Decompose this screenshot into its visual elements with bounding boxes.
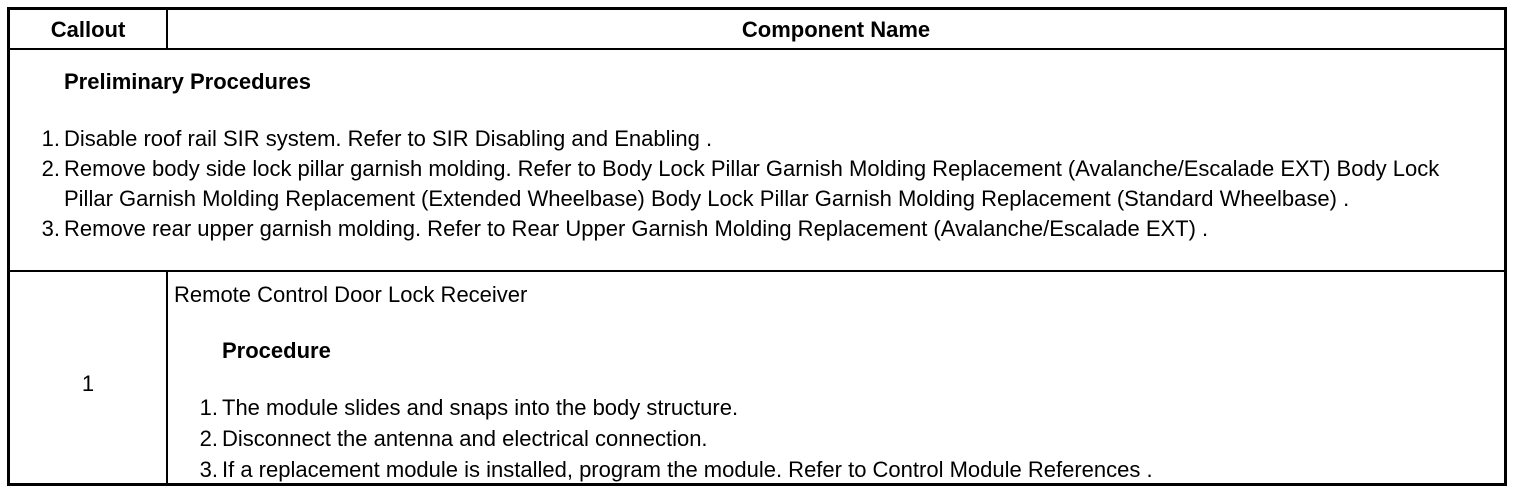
step-text: The module slides and snaps into the bod… — [222, 395, 739, 420]
preliminary-procedures-row: Preliminary Procedures 1. Disable roof r… — [10, 50, 1504, 272]
list-item: 3. Remove rear upper garnish molding. Re… — [26, 214, 1474, 244]
header-callout-label: Callout — [50, 17, 126, 42]
header-callout-cell: Callout — [10, 10, 168, 48]
step-text: If a replacement module is installed, pr… — [222, 457, 1153, 482]
preliminary-steps-list: 1. Disable roof rail SIR system. Refer t… — [26, 124, 1474, 244]
list-item: 2. Remove body side lock pillar garnish … — [26, 154, 1474, 214]
table-row: 1 Remote Control Door Lock Receiver Proc… — [10, 272, 1504, 483]
callout-number: 1 — [81, 371, 95, 396]
step-number: 3. — [41, 216, 60, 241]
step-number: 3. — [199, 457, 218, 482]
header-component-label: Component Name — [741, 17, 931, 42]
table-header-row: Callout Component Name — [10, 10, 1504, 50]
step-number: 2. — [199, 426, 218, 451]
list-item: 1. Disable roof rail SIR system. Refer t… — [26, 124, 1474, 154]
list-item: 3. If a replacement module is installed,… — [184, 454, 1474, 485]
step-text: Remove body side lock pillar garnish mol… — [64, 156, 1440, 211]
component-cell: Remote Control Door Lock Receiver Proced… — [168, 272, 1504, 483]
component-table: Callout Component Name Preliminary Proce… — [7, 7, 1507, 486]
list-item: 1. The module slides and snaps into the … — [184, 392, 1474, 423]
preliminary-title: Preliminary Procedures — [64, 69, 312, 94]
step-number: 2. — [41, 156, 60, 181]
procedure-steps-list: 1. The module slides and snaps into the … — [184, 392, 1474, 485]
procedure-title: Procedure — [222, 338, 331, 363]
list-item: 2. Disconnect the antenna and electrical… — [184, 423, 1474, 454]
header-component-cell: Component Name — [168, 10, 1504, 48]
component-name: Remote Control Door Lock Receiver — [174, 282, 528, 307]
step-text: Disconnect the antenna and electrical co… — [222, 426, 708, 451]
callout-cell: 1 — [10, 272, 168, 483]
step-number: 1. — [199, 395, 218, 420]
step-number: 1. — [41, 126, 60, 151]
step-text: Remove rear upper garnish molding. Refer… — [64, 216, 1209, 241]
step-text: Disable roof rail SIR system. Refer to S… — [64, 126, 713, 151]
